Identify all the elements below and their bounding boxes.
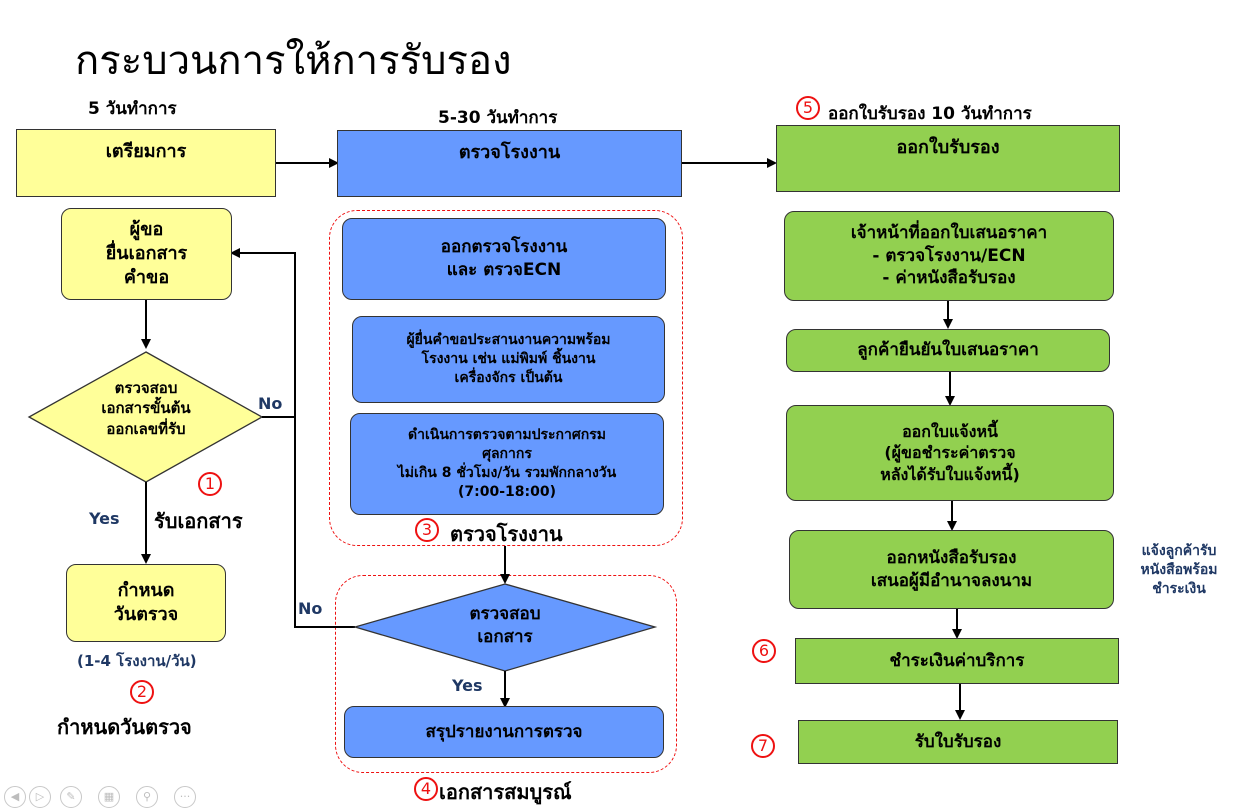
no-label-left: No — [258, 394, 283, 413]
submit-request-text: ผู้ขอ ยื่นเอกสาร คำขอ — [105, 218, 188, 289]
pay-service-fee-box: ชำระเงินค่าบริการ — [795, 638, 1119, 684]
submit-request-box: ผู้ขอ ยื่นเอกสาร คำขอ — [61, 208, 232, 300]
page-title: กระบวนการให้การรับรอง — [75, 38, 512, 84]
prev-icon[interactable]: ◀ — [4, 786, 26, 808]
yes-label-middle: Yes — [452, 676, 483, 695]
marker-1: 1 — [198, 472, 222, 496]
marker-5: 5 — [796, 96, 820, 120]
inspect-group-caption: ตรวจโรงงาน — [450, 522, 563, 546]
issue-quotation-box: เจ้าหน้าที่ออกใบเสนอราคา - ตรวจโรงงาน/EC… — [784, 211, 1114, 301]
arrow-check-no-loop — [230, 248, 296, 418]
issue-invoice-text: ออกใบแจ้งหนี้ (ผู้ขอชำระค่าตรวจ หลังได้ร… — [880, 421, 1020, 484]
summary-report-text: สรุปรายงานการตรวจ — [425, 721, 583, 742]
confirm-quotation-box: ลูกค้ายืนยันใบเสนอราคา — [786, 329, 1110, 372]
more-icon[interactable]: ··· — [174, 786, 196, 808]
check-documents-text: ตรวจสอบ เอกสารขั้นต้น ออกเลขที่รับ — [101, 379, 191, 438]
certify-header-text: ออกใบรับรอง — [896, 137, 1000, 159]
inspect-group-border — [329, 210, 683, 546]
prepare-header-text: เตรียมการ — [105, 140, 187, 162]
issue-invoice-box: ออกใบแจ้งหนี้ (ผู้ขอชำระค่าตรวจ หลังได้ร… — [786, 405, 1114, 501]
coordinate-readiness-text: ผู้ยื่นคำขอประสานงานความพร้อม โรงงาน เช่… — [406, 332, 611, 386]
conduct-inspection-text: ดำเนินการตรวจตามประกาศกรม ศุลกากร ไม่เกิ… — [397, 427, 617, 500]
inspect-header-box: ตรวจโรงงาน — [337, 130, 682, 197]
coordinate-readiness-box: ผู้ยื่นคำขอประสานงานความพร้อม โรงงาน เช่… — [352, 316, 665, 403]
arrow-doc-check-no-loop — [294, 417, 355, 628]
complete-caption: เอกสารสมบูรณ์ — [439, 780, 572, 804]
inspect-duration: 5-30 วันทำการ — [438, 108, 558, 128]
visit-factory-box: ออกตรวจโรงงาน และ ตรวจECN — [342, 218, 666, 300]
prepare-header-box: เตรียมการ — [16, 129, 276, 197]
marker-2: 2 — [130, 680, 154, 704]
marker-3: 3 — [415, 518, 439, 542]
capacity-note: (1-4 โรงงาน/วัน) — [77, 652, 197, 670]
schedule-inspection-box: กำหนด วันตรวจ — [66, 564, 226, 642]
notify-customer-note: แจ้งลูกค้ารับ หนังสือพร้อม ชำระเงิน — [1140, 543, 1218, 597]
receive-documents-label: รับเอกสาร — [154, 509, 243, 533]
no-label-middle: No — [298, 599, 323, 618]
play-icon[interactable]: ▷ — [29, 786, 51, 808]
pen-icon[interactable]: ✎ — [60, 786, 82, 808]
doc-check-text: ตรวจสอบ เอกสาร — [469, 604, 541, 647]
prepare-duration: 5 วันทำการ — [88, 99, 177, 119]
receive-certificate-box: รับใบรับรอง — [798, 720, 1118, 764]
schedule-inspection-text: กำหนด วันตรวจ — [113, 579, 179, 625]
pay-service-fee-text: ชำระเงินค่าบริการ — [889, 650, 1025, 671]
marker-6: 6 — [752, 639, 776, 663]
inspect-header-text: ตรวจโรงงาน — [458, 142, 561, 164]
issue-quotation-text: เจ้าหน้าที่ออกใบเสนอราคา - ตรวจโรงงาน/EC… — [850, 222, 1048, 289]
confirm-quotation-text: ลูกค้ายืนยันใบเสนอราคา — [857, 340, 1039, 361]
conduct-inspection-box: ดำเนินการตรวจตามประกาศกรม ศุลกากร ไม่เกิ… — [350, 413, 664, 515]
visit-factory-text: ออกตรวจโรงงาน และ ตรวจECN — [440, 237, 568, 280]
receive-certificate-text: รับใบรับรอง — [914, 731, 1002, 752]
issue-certificate-letter-box: ออกหนังสือรับรอง เสนอผู้มีอำนาจลงนาม — [789, 530, 1114, 609]
yes-label-left: Yes — [89, 509, 120, 528]
certify-header-box: ออกใบรับรอง — [776, 125, 1120, 192]
zoom-icon[interactable]: ⚲ — [136, 786, 158, 808]
summary-report-box: สรุปรายงานการตรวจ — [344, 706, 664, 758]
marker-7: 7 — [751, 734, 775, 758]
marker-4: 4 — [414, 777, 438, 801]
schedule-caption: กำหนดวันตรวจ — [57, 715, 192, 739]
slides-icon[interactable]: ▦ — [98, 786, 120, 808]
issue-certificate-letter-text: ออกหนังสือรับรอง เสนอผู้มีอำนาจลงนาม — [870, 547, 1033, 591]
certify-duration: ออกใบรับรอง 10 วันทำการ — [828, 104, 1032, 124]
